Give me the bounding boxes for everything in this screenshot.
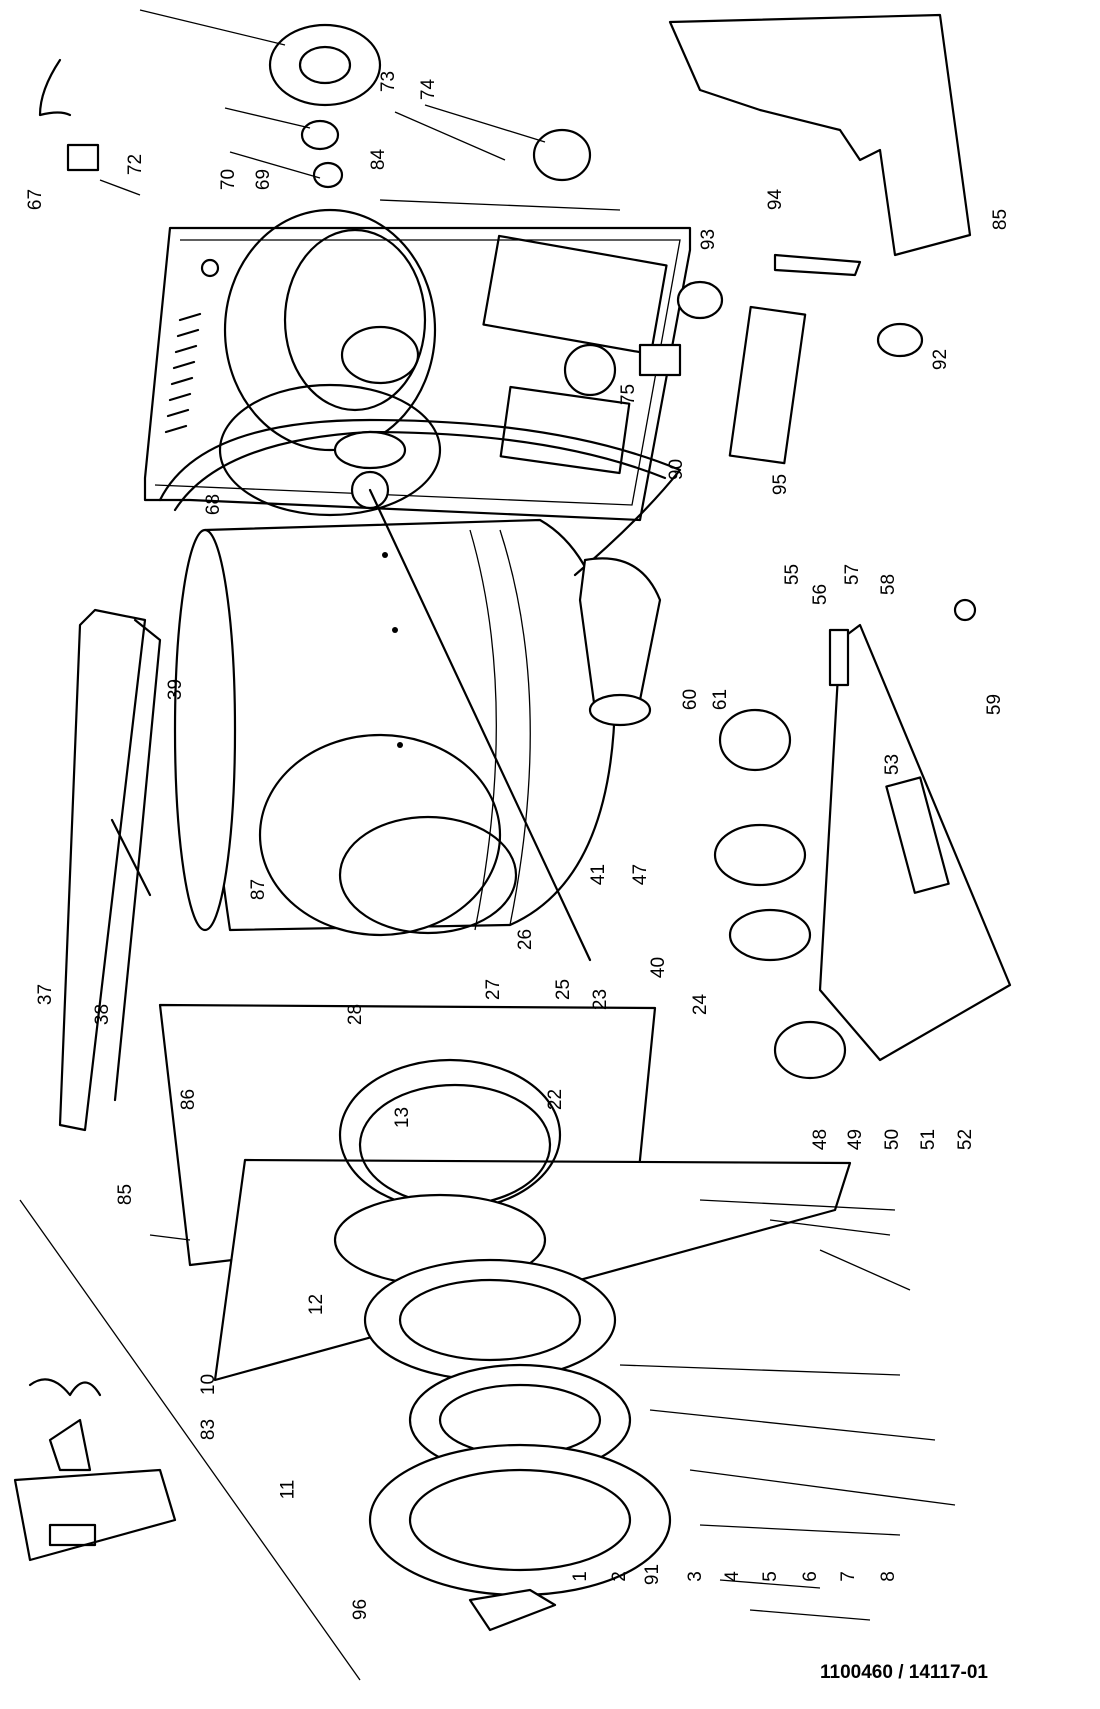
motor-base-plate — [713, 598, 1012, 1080]
drum — [173, 383, 617, 937]
label-92: 92 — [930, 348, 952, 371]
label-52: 52 — [955, 1128, 977, 1151]
label-73: 73 — [378, 70, 400, 93]
label-70: 70 — [218, 168, 240, 191]
label-67: 67 — [25, 188, 47, 211]
label-24: 24 — [690, 993, 712, 1016]
label-4: 4 — [721, 1571, 743, 1582]
label-23: 23 — [590, 988, 612, 1011]
label-85-bottom: 85 — [115, 1183, 137, 1206]
label-94: 94 — [765, 188, 787, 211]
label-86: 86 — [178, 1088, 200, 1111]
label-8: 8 — [877, 1571, 899, 1582]
label-93: 93 — [698, 228, 720, 251]
label-59: 59 — [984, 693, 1006, 716]
label-74: 74 — [418, 78, 440, 101]
right-small-parts — [638, 253, 924, 465]
label-3: 3 — [684, 1571, 706, 1582]
label-47: 47 — [630, 863, 652, 886]
label-85-top: 85 — [990, 208, 1012, 231]
label-12: 12 — [306, 1293, 328, 1316]
top-cover — [58, 608, 162, 1132]
door-catch-detail — [13, 1378, 177, 1562]
label-95: 95 — [770, 473, 792, 496]
label-58: 58 — [878, 573, 900, 596]
label-11: 11 — [277, 1479, 299, 1500]
label-83: 83 — [198, 1418, 220, 1441]
label-27: 27 — [483, 978, 505, 1001]
label-72: 72 — [125, 153, 147, 176]
side-panel — [668, 13, 972, 257]
label-39: 39 — [165, 678, 187, 701]
label-87: 87 — [248, 878, 270, 901]
label-13: 13 — [392, 1106, 414, 1129]
label-38: 38 — [92, 1003, 114, 1026]
label-1: 1 — [569, 1571, 591, 1582]
rear-panel — [143, 208, 692, 522]
label-6: 6 — [799, 1571, 821, 1582]
label-69: 69 — [253, 168, 275, 191]
label-26: 26 — [515, 928, 537, 951]
pump-hose — [578, 557, 662, 727]
drawing-reference-number: 1100460 / 14117-01 — [820, 1662, 989, 1683]
door-assembly — [363, 1258, 672, 1632]
label-37: 37 — [35, 983, 57, 1006]
leader-lines — [19, 9, 956, 1681]
label-84: 84 — [368, 148, 390, 171]
label-51: 51 — [918, 1128, 940, 1151]
label-5: 5 — [759, 1571, 781, 1582]
label-22: 22 — [545, 1088, 567, 1111]
label-60: 60 — [680, 688, 702, 711]
label-56: 56 — [810, 583, 832, 606]
label-68: 68 — [203, 493, 225, 516]
label-49: 49 — [845, 1128, 867, 1151]
label-40: 40 — [648, 956, 670, 979]
label-50: 50 — [882, 1128, 904, 1151]
label-55: 55 — [782, 563, 804, 586]
top-left-parts — [38, 23, 592, 189]
label-48: 48 — [810, 1128, 832, 1151]
label-90: 90 — [666, 458, 688, 481]
label-61: 61 — [710, 688, 732, 711]
label-75: 75 — [618, 383, 640, 406]
label-57: 57 — [842, 563, 864, 586]
label-25: 25 — [553, 978, 575, 1001]
label-53: 53 — [882, 753, 904, 776]
label-91: 91 — [642, 1563, 664, 1586]
label-7: 7 — [837, 1571, 859, 1582]
label-41: 41 — [588, 863, 610, 886]
label-96: 96 — [350, 1598, 372, 1621]
label-2: 2 — [608, 1571, 630, 1582]
label-10: 10 — [198, 1373, 220, 1396]
drum-pulley — [333, 430, 592, 962]
label-28: 28 — [345, 1003, 367, 1026]
